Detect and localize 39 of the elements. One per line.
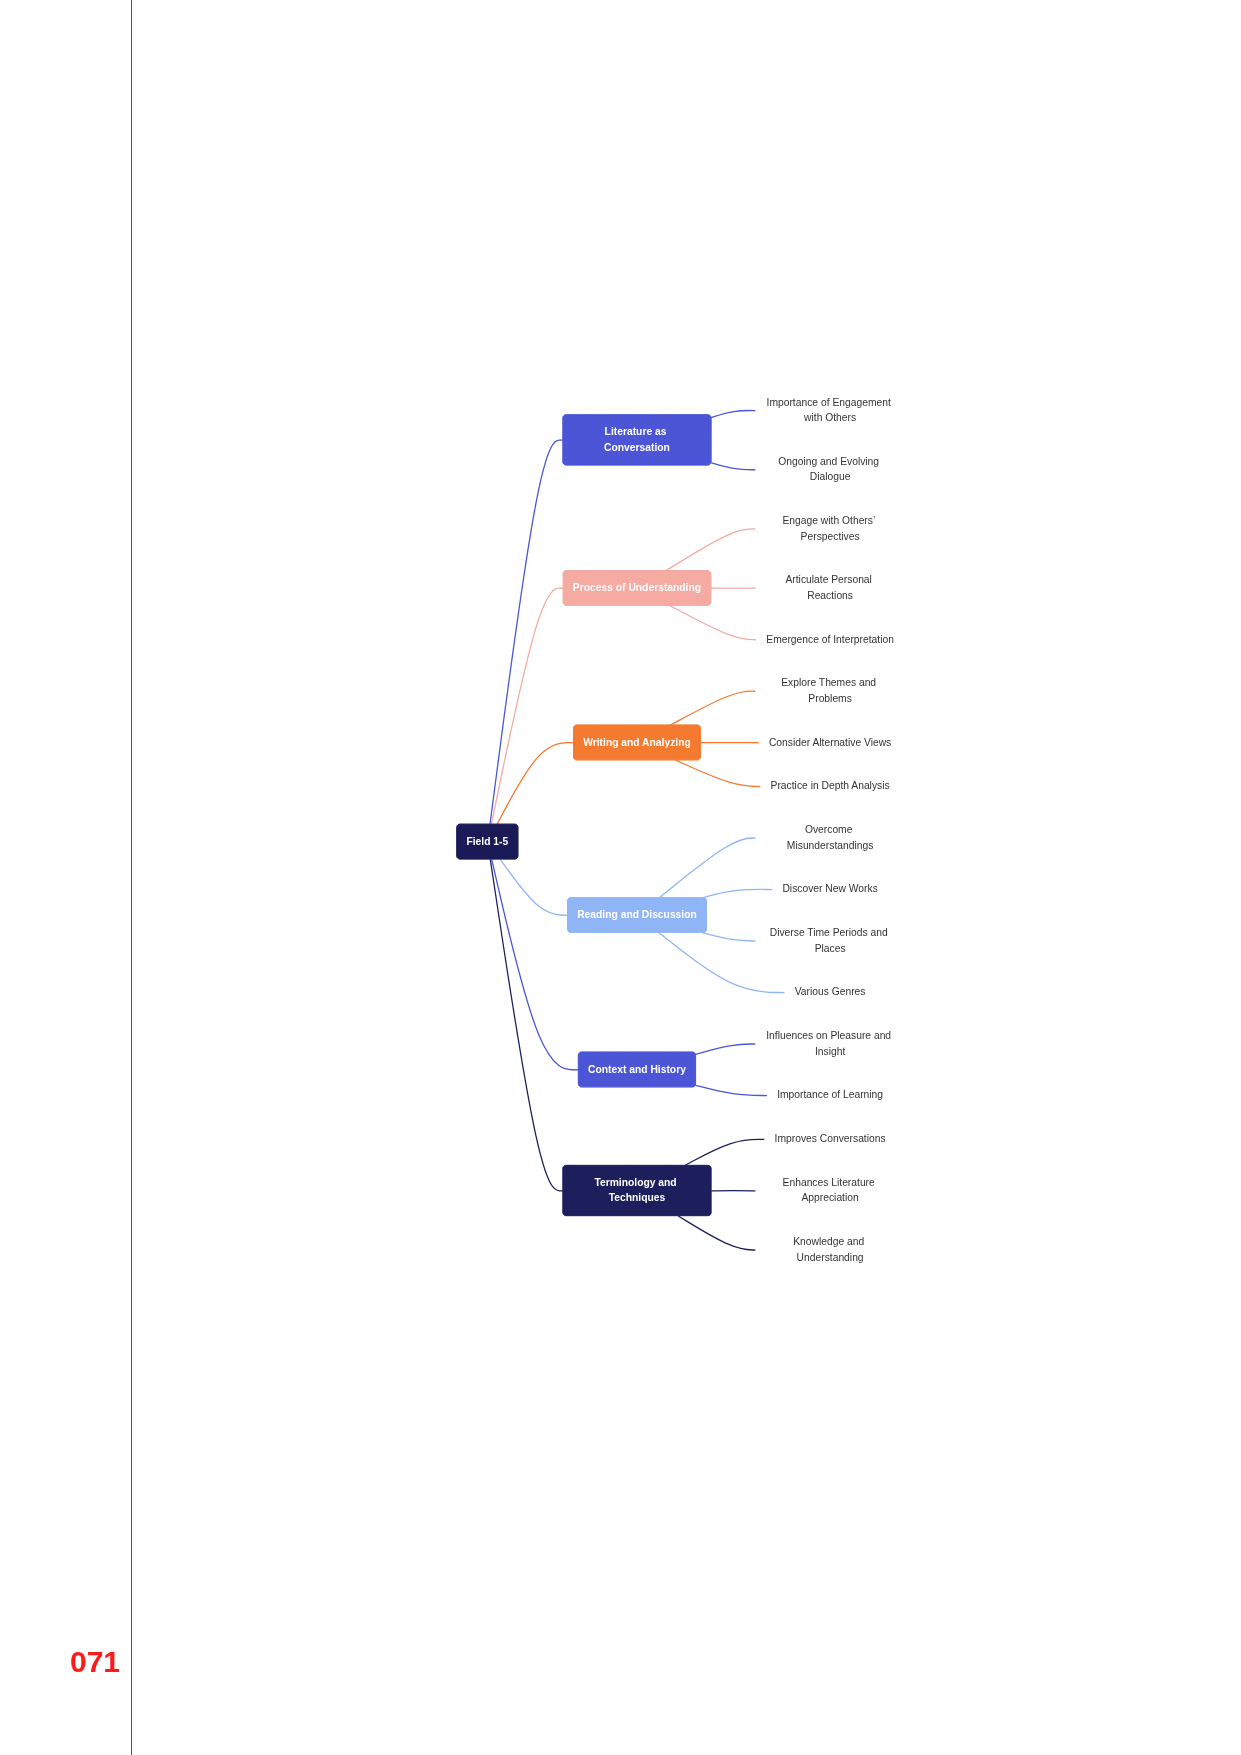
node-text: Overcome Misunderstandings <box>786 824 873 851</box>
connector <box>694 1084 768 1097</box>
connector <box>674 759 762 788</box>
node-text: Diverse Time Periods and Places <box>769 927 888 954</box>
connector <box>710 462 757 471</box>
node-text: Influences on Pleasure and Insight <box>765 1030 891 1057</box>
connector <box>699 741 760 744</box>
page-number: 071 <box>70 1645 121 1679</box>
connector <box>701 932 757 942</box>
connector <box>657 932 786 994</box>
node-text: Importance of Learning <box>776 1089 883 1101</box>
node-text: Practice in Depth Analysis <box>770 780 890 792</box>
connector <box>683 1138 766 1167</box>
node-text: Importance of Engagement with Others <box>766 396 891 424</box>
connector <box>489 858 564 1192</box>
node-text: Explore Themes and Problems <box>780 677 876 704</box>
connector <box>710 1189 757 1192</box>
connector <box>490 858 579 1071</box>
connector <box>668 605 758 641</box>
connector <box>490 587 564 826</box>
node-text: Discover New Works <box>781 883 878 895</box>
node-text: Ongoing and Evolving Dialogue <box>777 455 879 483</box>
connector <box>694 1043 757 1055</box>
connector <box>664 528 757 572</box>
node-text: Enhances Literature Appreciation <box>782 1177 875 1204</box>
connector <box>657 837 757 899</box>
node-text: Various Genres <box>794 986 866 998</box>
connector <box>677 1215 757 1251</box>
node-text: Improves Conversations <box>774 1133 886 1145</box>
connector <box>499 858 568 916</box>
node-text: Knowledge and Understanding <box>792 1236 864 1263</box>
connector <box>709 587 757 589</box>
node-text: Consider Alternative Views <box>768 736 891 748</box>
node-text: Articulate Personal Reactions <box>784 574 872 601</box>
node-text: Engage with Others’ Perspectives <box>782 515 875 542</box>
node-text: Emergence of Interpretation <box>765 633 894 645</box>
connector <box>495 742 575 826</box>
connector <box>488 439 564 826</box>
connector <box>710 409 757 419</box>
